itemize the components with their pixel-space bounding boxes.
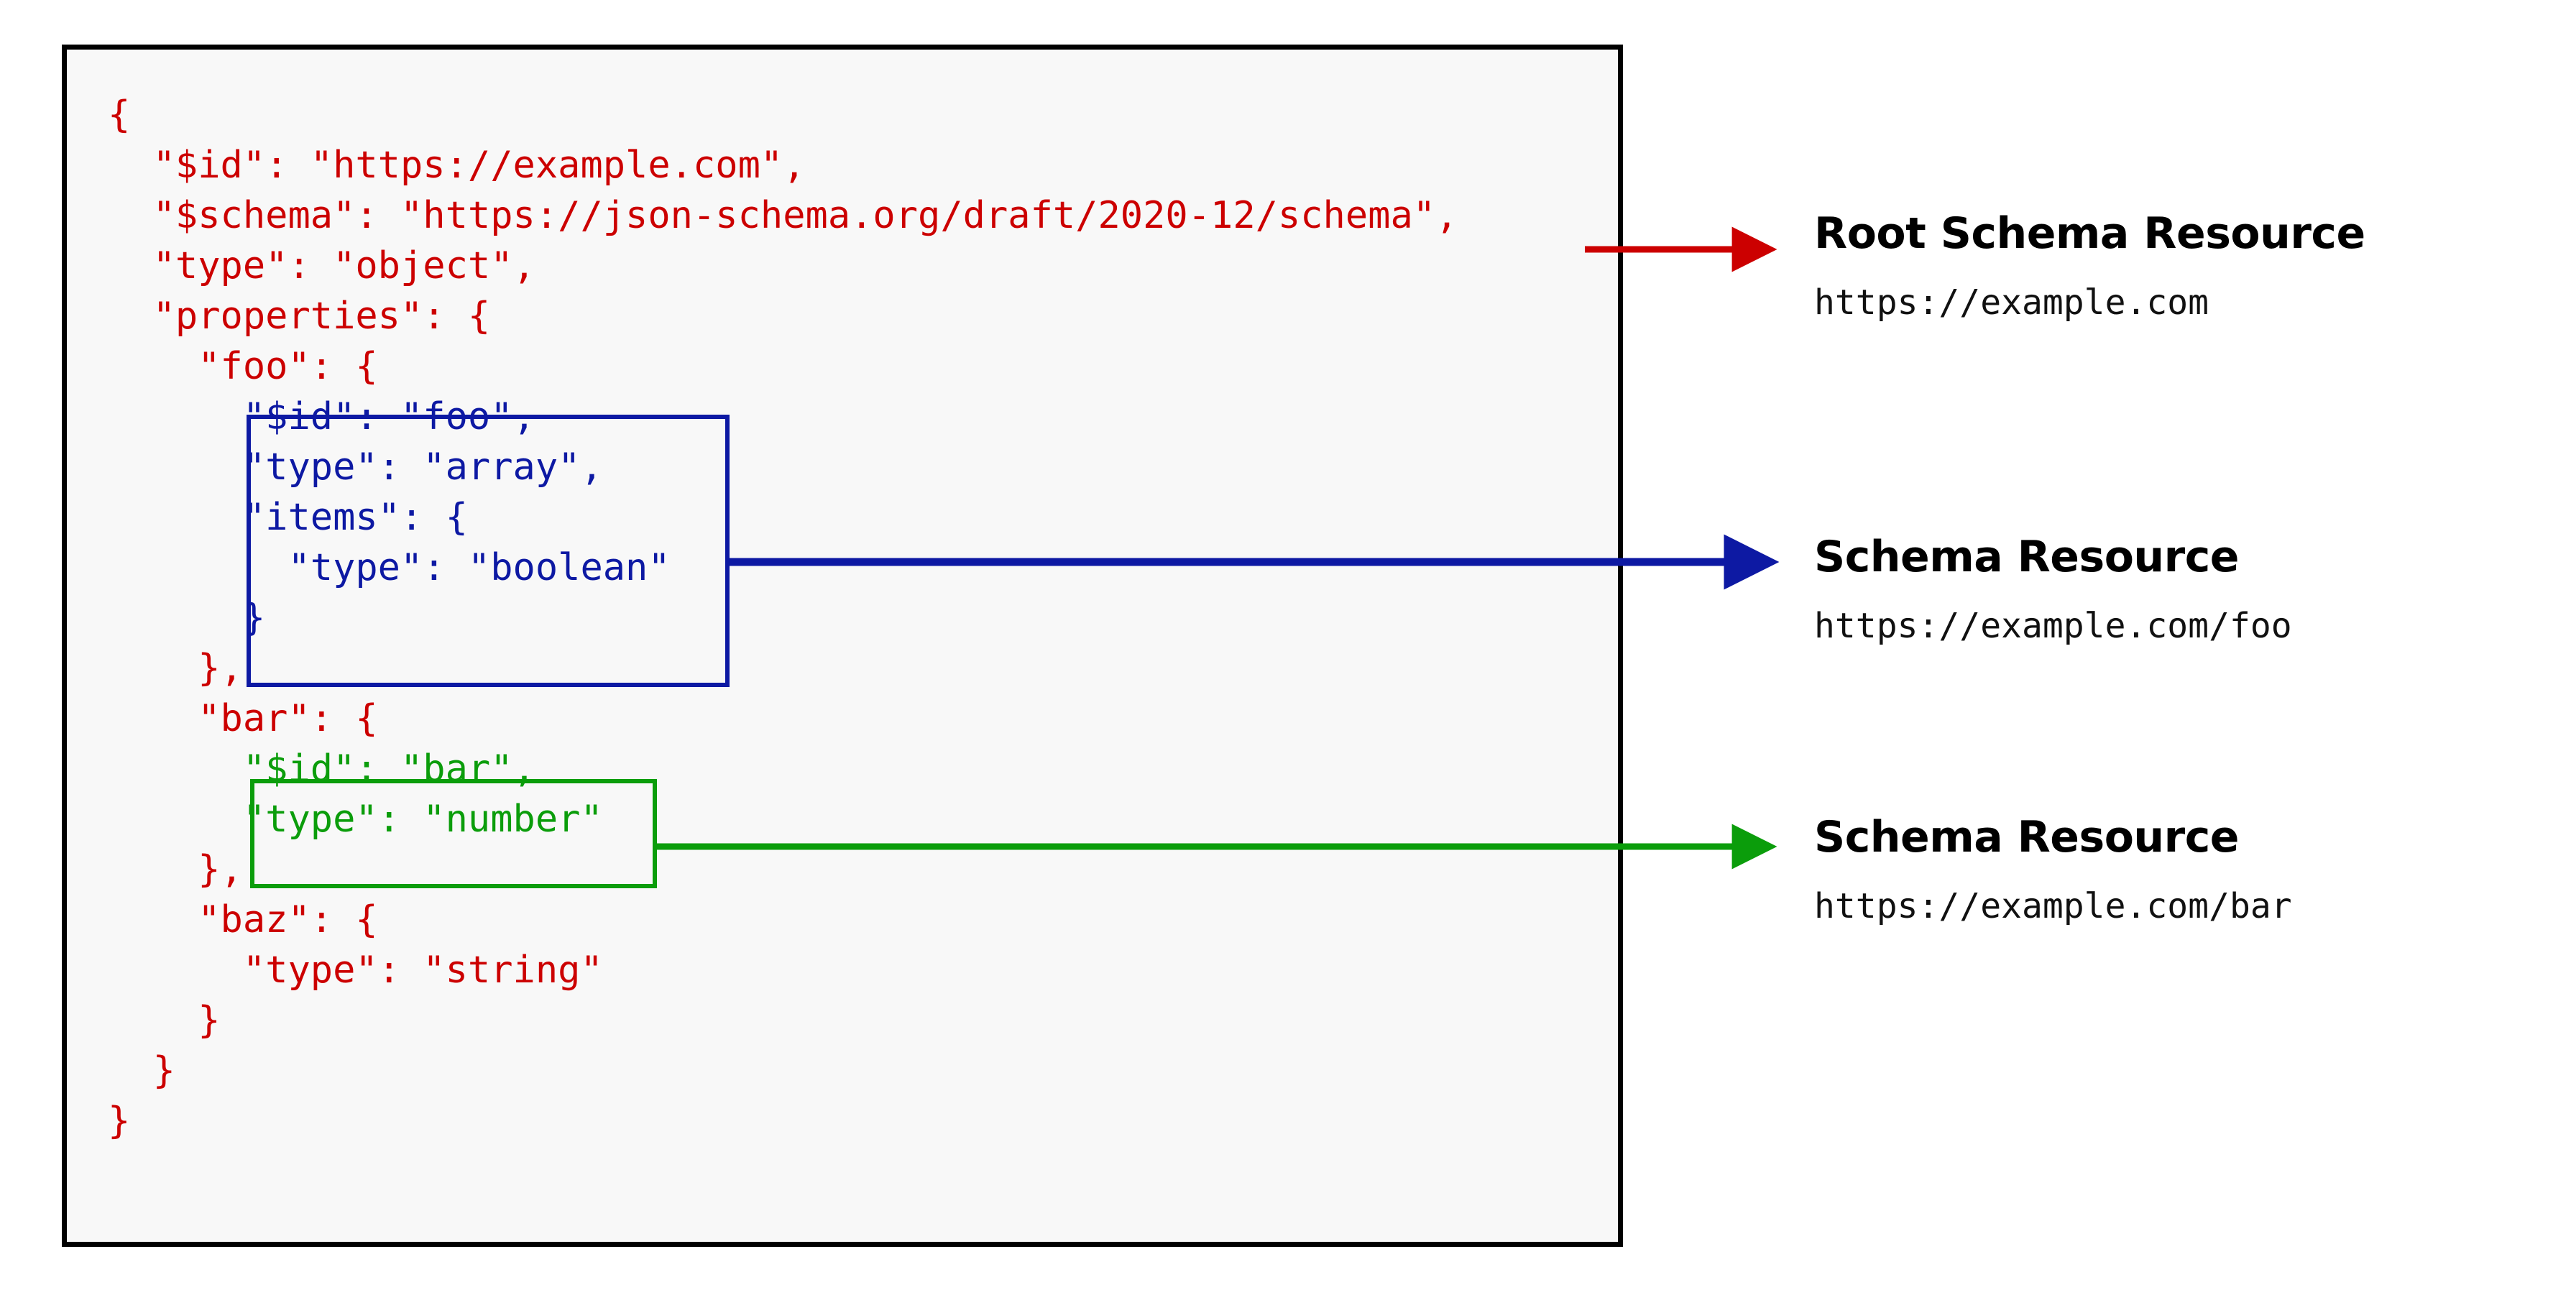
annotation-foo-schema-resource: Schema Resource https://example.com/foo	[1814, 535, 2292, 643]
json-code-frame	[62, 45, 1623, 1247]
code-line: "type": "boolean"	[108, 546, 671, 589]
code-line: "type": "object",	[108, 244, 535, 287]
code-line: "type": "array",	[108, 446, 603, 489]
code-line: "$schema": "https://json-schema.org/draf…	[108, 194, 1458, 237]
code-line: "type": "string"	[108, 949, 603, 992]
code-line: "bar": {	[108, 697, 378, 740]
annotation-root-schema-resource: Root Schema Resource https://example.com	[1814, 212, 2365, 320]
annotation-url: https://example.com	[1814, 282, 2209, 323]
code-line: "$id": "bar",	[108, 747, 535, 791]
annotation-bar-schema-resource: Schema Resource https://example.com/bar	[1814, 816, 2292, 923]
code-line: "type": "number"	[108, 798, 603, 841]
annotation-title: Schema Resource	[1814, 532, 2239, 582]
code-line: "items": {	[108, 496, 468, 539]
code-line: },	[108, 848, 243, 891]
code-line: }	[108, 596, 266, 640]
json-code-block: { "$id": "https://example.com", "$schema…	[108, 90, 1458, 1146]
code-line: },	[108, 647, 243, 690]
annotation-url: https://example.com/foo	[1814, 606, 2292, 646]
code-line: "baz": {	[108, 898, 378, 941]
code-line: "$id": "https://example.com",	[108, 144, 806, 187]
code-line: "properties": {	[108, 295, 491, 338]
code-line: }	[108, 1100, 131, 1143]
code-line: "$id": "foo",	[108, 395, 535, 438]
annotation-title: Root Schema Resource	[1814, 208, 2365, 259]
code-line: "foo": {	[108, 345, 378, 388]
annotation-title: Schema Resource	[1814, 812, 2239, 862]
annotation-url: https://example.com/bar	[1814, 886, 2292, 926]
code-line: {	[108, 93, 131, 137]
code-line: }	[108, 999, 221, 1042]
code-line: }	[108, 1049, 175, 1092]
